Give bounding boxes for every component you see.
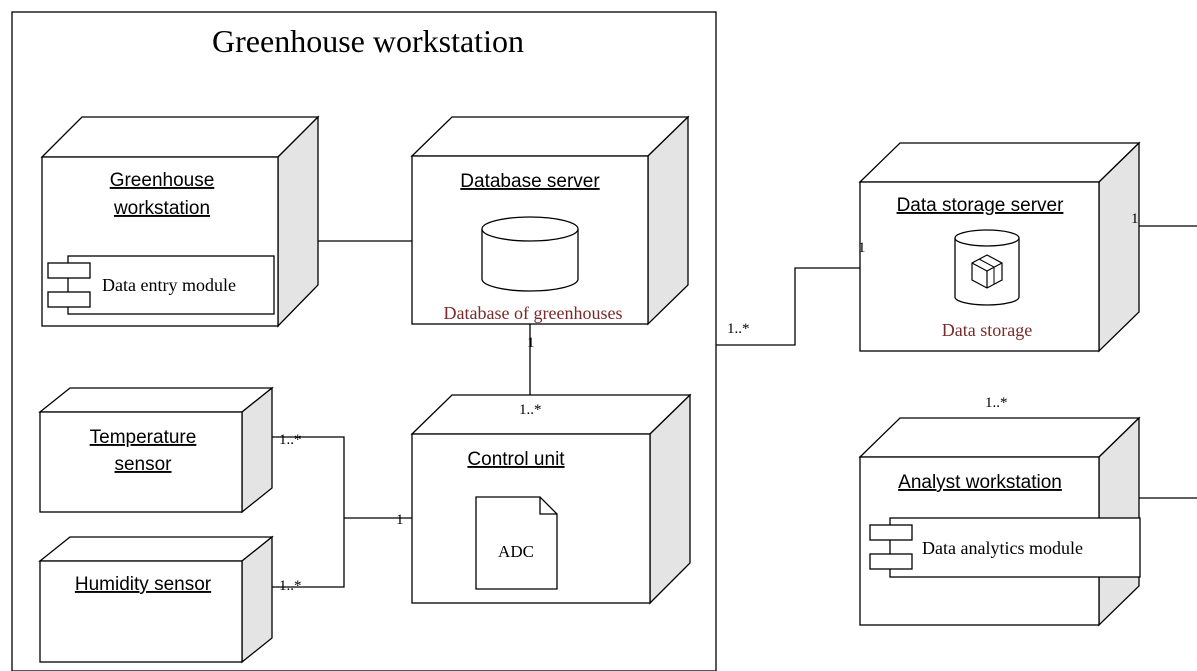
boundary-title: Greenhouse workstation (212, 23, 524, 59)
temperature-sensor-label-2: sensor (114, 454, 172, 475)
database-artifact-label: Database of greenhouses (444, 303, 623, 323)
mult-storage-end: 1 (858, 240, 866, 256)
link-boundary-storage (716, 267, 860, 346)
mult-db-end: 1 (527, 335, 535, 351)
node-database-server[interactable]: Database server Database of greenhouses (410, 115, 690, 326)
data-storage-artifact-label: Data storage (942, 320, 1032, 340)
node-temperature-sensor[interactable]: Temperature sensor (38, 386, 274, 514)
control-unit-label: Control unit (467, 449, 565, 470)
analyst-workstation-label: Analyst workstation (898, 472, 1062, 493)
link-sensors-bus (272, 436, 345, 588)
mult-control-top: 1..* (519, 402, 542, 418)
node-data-storage-server[interactable]: Data storage server Data storage (858, 141, 1141, 353)
data-analytics-module-component: Data analytics module (869, 517, 1141, 578)
greenhouse-workstation-label-1: Greenhouse (110, 170, 215, 191)
database-server-label: Database server (460, 171, 600, 192)
mult-analyst-top: 1..* (985, 395, 1008, 411)
mult-temperature: 1..* (279, 432, 302, 448)
data-storage-server-label: Data storage server (897, 195, 1065, 216)
node-analyst-workstation[interactable]: Analyst workstation Data analytics modul… (858, 416, 1141, 627)
greenhouse-workstation-label-2: workstation (113, 198, 210, 219)
mult-workstation-end: 1..* (727, 321, 750, 337)
mult-storage-right: 1 (1131, 211, 1139, 227)
adc-label: ADC (498, 542, 534, 561)
data-analytics-module-label: Data analytics module (922, 538, 1083, 558)
database-cylinder-icon (481, 216, 579, 292)
node-humidity-sensor[interactable]: Humidity sensor (38, 535, 274, 664)
data-entry-module-label: Data entry module (102, 275, 236, 295)
humidity-sensor-label: Humidity sensor (75, 574, 212, 595)
node-control-unit[interactable]: Control unit ADC (410, 393, 692, 605)
mult-control-left: 1 (396, 512, 404, 528)
temperature-sensor-label-1: Temperature (90, 427, 197, 448)
data-entry-module-component: Data entry module (47, 255, 275, 315)
adc-document-icon (475, 496, 558, 590)
cube-icon (971, 254, 1003, 289)
node-greenhouse-workstation[interactable]: Greenhouse workstation Data entry module (40, 115, 320, 328)
mult-humidity: 1..* (279, 578, 302, 594)
